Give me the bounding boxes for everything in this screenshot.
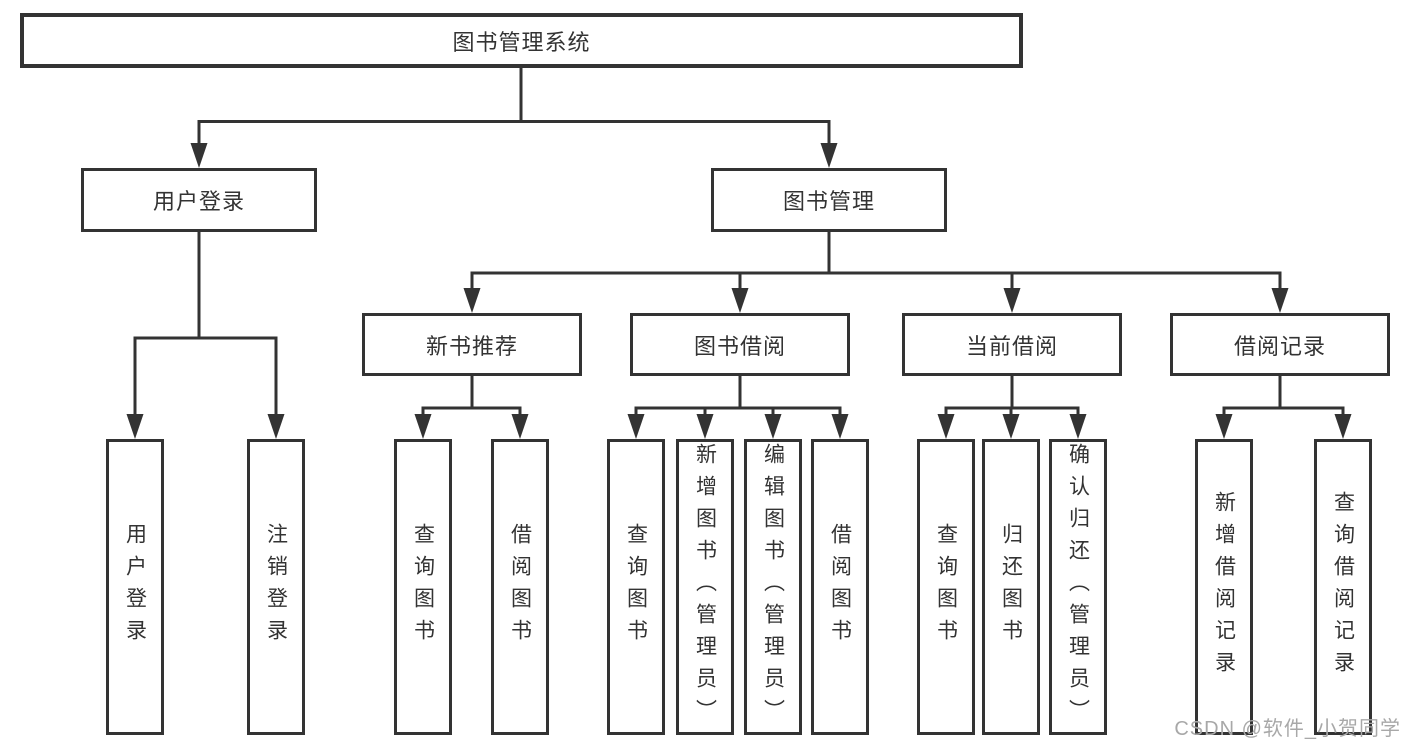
node-current-borrow: 当前借阅 [902,313,1122,376]
node-library-management-system: 图书管理系统 [20,13,1023,68]
node-label: 查询借阅记录 [1331,491,1355,683]
node-current-return-books: 归还图书 [982,439,1040,735]
node-records-add-record: 新增借阅记录 [1195,439,1253,735]
node-borrow-query-books: 查询图书 [607,439,665,735]
node-borrow-add-books-admin: 新增图书（管理员） [676,439,734,735]
node-records-query-record: 查询借阅记录 [1314,439,1372,735]
node-book-borrow: 图书借阅 [630,313,850,376]
node-label: 确认归还（管理员） [1066,443,1090,731]
node-label: 查询图书 [411,523,435,651]
node-user-login-action: 用户登录 [106,439,164,735]
node-label: 注销登录 [264,523,288,651]
node-label: 借阅记录 [1233,333,1326,359]
node-borrow-records: 借阅记录 [1170,313,1390,376]
node-borrow-edit-books-admin: 编辑图书（管理员） [744,439,802,735]
csdn-watermark: CSDN @软件_小贺同学 [1174,718,1401,740]
node-newbook-borrow-books: 借阅图书 [491,439,549,735]
node-label: 编辑图书（管理员） [761,443,785,731]
node-label: 用户登录 [123,523,147,651]
node-label: 图书管理系统 [452,29,591,55]
arrowhead-icons [126,143,1352,439]
node-label: 归还图书 [999,523,1023,651]
node-current-query-books: 查询图书 [917,439,975,735]
node-label: 新增图书（管理员） [693,443,717,731]
node-newbook-query-books: 查询图书 [394,439,452,735]
node-label: 当前借阅 [965,333,1058,359]
node-label: 借阅图书 [508,523,532,651]
node-label: 用户登录 [152,189,245,214]
node-label: 图书借阅 [693,333,786,359]
node-label: 查询图书 [934,523,958,651]
node-label: 查询图书 [624,523,648,651]
node-label: 借阅图书 [828,523,852,651]
node-new-book-recommend: 新书推荐 [362,313,582,376]
node-borrow-borrow-books: 借阅图书 [811,439,869,735]
node-label: 新书推荐 [425,333,518,359]
node-user-login: 用户登录 [81,168,317,232]
node-current-confirm-return-admin: 确认归还（管理员） [1049,439,1107,735]
node-book-management: 图书管理 [711,168,947,232]
node-label: 新增借阅记录 [1212,491,1236,683]
node-logout: 注销登录 [247,439,305,735]
node-label: 图书管理 [782,189,875,214]
